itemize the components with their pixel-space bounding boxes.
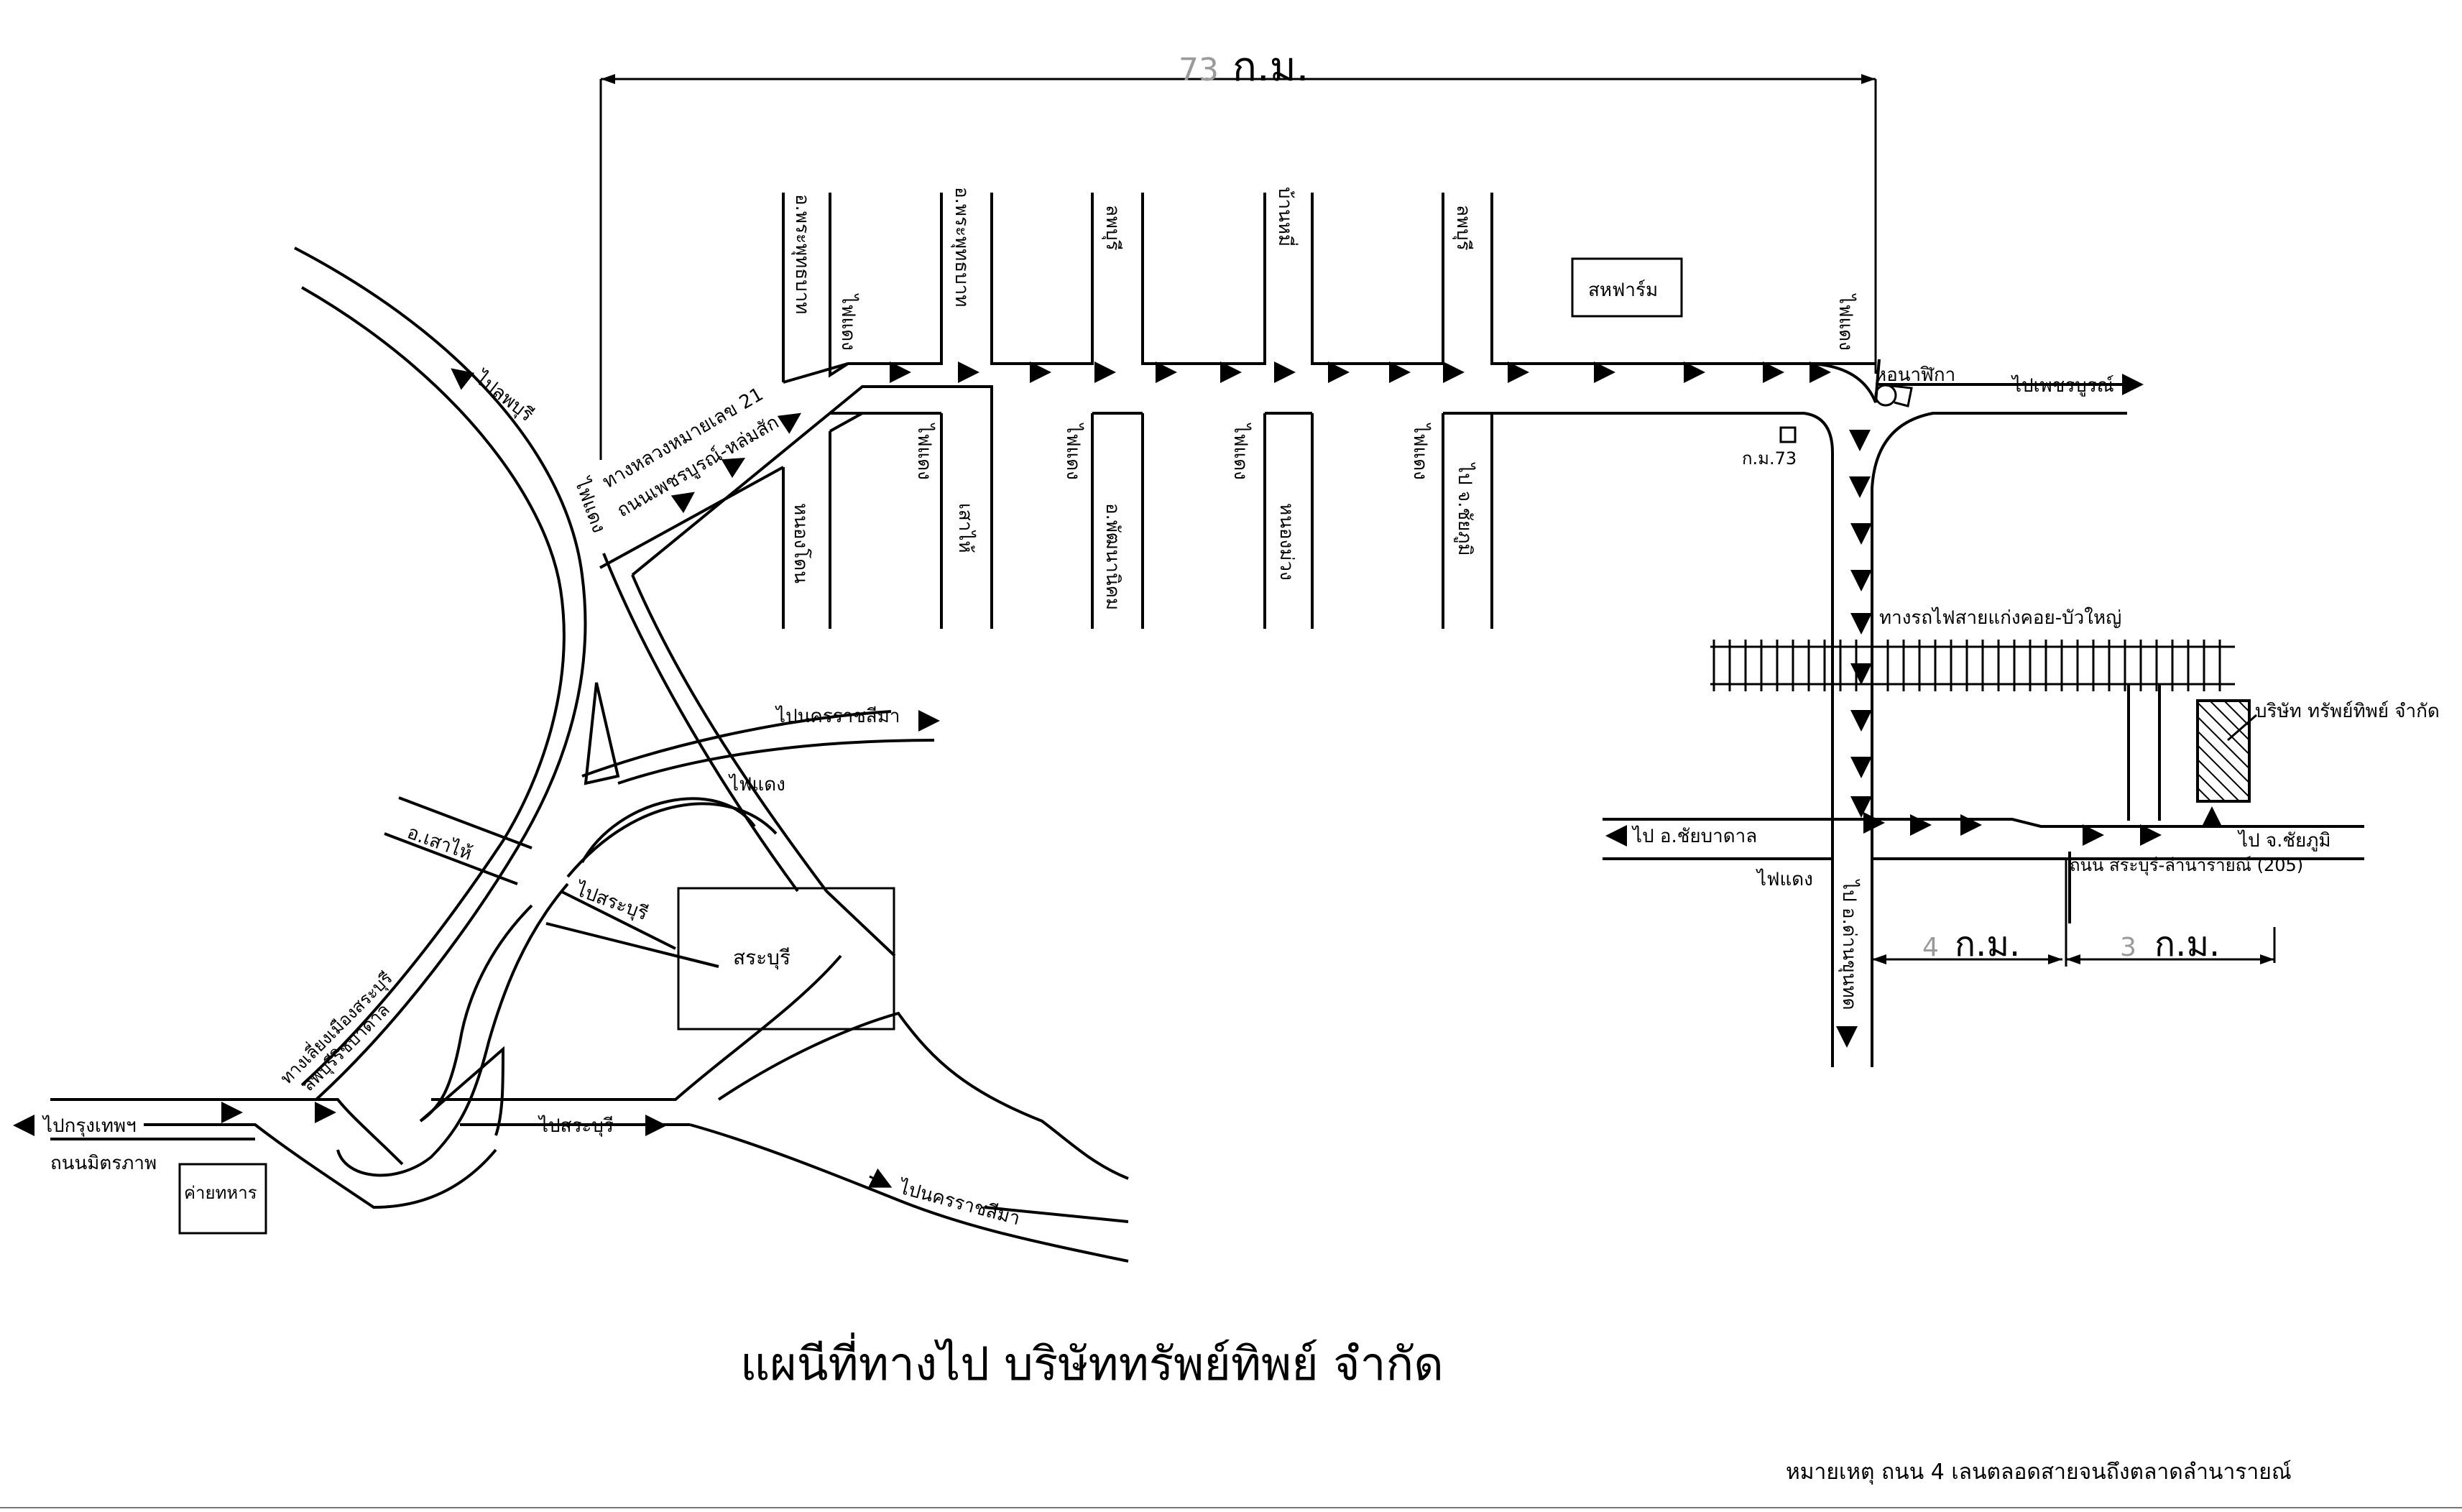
label-traffic-light-3: ไฟแดง <box>1062 423 1084 480</box>
km73-marker <box>1779 426 1797 443</box>
clock-tower-label: หอนาฬิกา <box>1874 364 1955 386</box>
saraburi-narai-road-label: ถนน สระบุรี-ลำนารายณ์ (205) <box>2070 855 2303 876</box>
sahafarm-box <box>1571 257 1683 318</box>
map-note: หมายเหตุ ถนน 4 เลนตลอดสายจนถึงตลาดลำนารา… <box>1786 1460 2292 1485</box>
company-label: บริษัท ทรัพย์ทิพย์ จำกัด <box>2255 701 2440 722</box>
right-arrows <box>1836 430 2223 1048</box>
mittraphap-road-label: ถนนมิตรภาพ <box>50 1153 157 1174</box>
railway-label: ทางรถไฟสายแก่งคอย-บัวใหญ่ <box>1879 607 2121 629</box>
sao-hai-label: อ.เสาไห้ <box>405 821 475 865</box>
label-sao-hai-road: เสาไห้ <box>954 503 977 553</box>
distance-top-unit: ก.ม. <box>1232 44 1309 91</box>
to-chaiyaphum-province-label: ไป จ.ชัยภูมิ <box>2237 829 2331 852</box>
label-phatthana-nikhom: อ.พัฒนานิคม <box>1102 503 1123 610</box>
label-ban-mi: บ้านหมี่ <box>1274 187 1299 246</box>
to-dan-khun-thot-label: ไป อ.ด่านขุนทด <box>1838 879 1861 1010</box>
distance-left-unit: ก.ม. <box>1955 924 2020 964</box>
clock-tower: หอนาฬิกา <box>1874 364 1955 407</box>
label-traffic-light-4: ไฟแดง <box>1230 423 1252 480</box>
to-phetchabun-label: ไปเพชรบูรณ์ <box>2011 374 2114 397</box>
to-nakhon-ratchasima-top-label: ไปนครราชสีมา <box>775 705 900 727</box>
military-camp-label: ค่ายทหาร <box>184 1183 257 1203</box>
distance-top-number: 73 <box>1179 52 1219 88</box>
map-title: แผนีที่ทางไป บริษัททรัพย์ทิพย์ จำกัด <box>740 1332 1444 1391</box>
to-chai-badan-label: ไป อ.ชัยบาดาล <box>1631 825 1757 847</box>
label-lopburi-2: ลพบุรี <box>1452 205 1474 251</box>
label-phra-phutthabat-1: อ.พระพุทธบาท <box>791 194 813 314</box>
distance-left-number: 4 <box>1922 933 1939 962</box>
highway-21-road <box>599 193 2127 1067</box>
highway-arrows <box>670 361 2144 514</box>
label-phra-phutthabat-2: อ.พระพุทธบาท <box>951 187 972 307</box>
label-to-chaiyaphum-top: ไป จ.ชัยภูมิ <box>1454 462 1476 556</box>
label-traffic-light-5: ไฟแดง <box>1409 423 1431 480</box>
distance-bottom: 4 ก.ม. 3 ก.ม. <box>1872 859 2276 967</box>
military-camp-box <box>178 1163 267 1235</box>
label-lopburi-1: ลพบุรี <box>1102 205 1123 251</box>
company-location <box>2196 699 2251 803</box>
left-road-network <box>50 246 1129 1263</box>
saraburi-box <box>677 887 895 1031</box>
label-nong-don: หนองโดน <box>790 503 812 584</box>
distance-right-unit: ก.ม. <box>2154 924 2220 964</box>
label-traffic-light-1: ไฟแดง <box>837 293 859 351</box>
to-saraburi-lower-label: ไปสระบุรี <box>538 1115 614 1137</box>
traffic-light-right-label: ไฟแดง <box>1756 868 1813 890</box>
traffic-light-mid-label: ไฟแดง <box>728 773 785 796</box>
to-bangkok-label: ไปกรุงเทพฯ <box>42 1115 137 1137</box>
saraburi-label: สระบุรี <box>733 946 790 970</box>
label-non-muang: หนองม่วง <box>1276 503 1297 581</box>
distance-top: 73 ก.ม. <box>599 44 1877 460</box>
distance-right-number: 3 <box>2120 933 2136 962</box>
sahafarm-label: สหฟาร์ม <box>1588 280 1658 301</box>
label-traffic-light-top-right: ไฟแดง <box>1835 293 1857 351</box>
km73-label: ก.ม.73 <box>1742 448 1797 469</box>
label-traffic-light-2: ไฟแดง <box>913 423 936 480</box>
to-lopburi-label: ไปลพบุรี <box>470 367 538 426</box>
